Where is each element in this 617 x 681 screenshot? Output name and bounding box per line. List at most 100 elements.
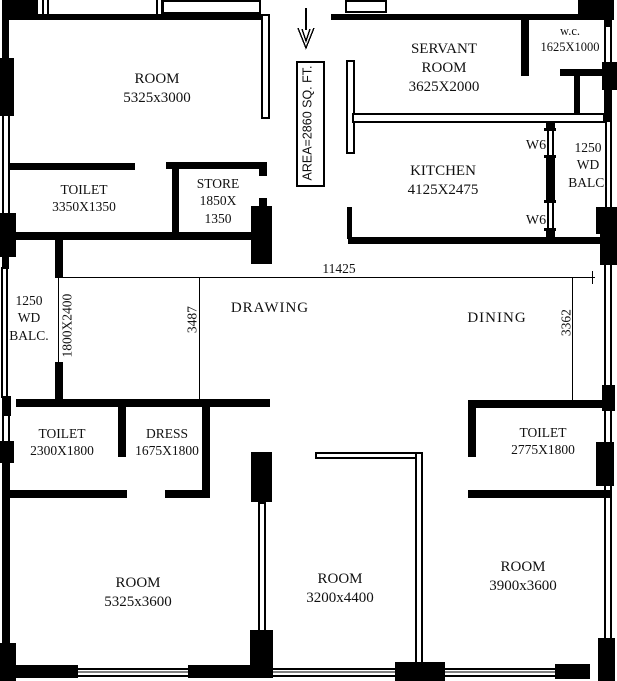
top-wall xyxy=(331,14,612,20)
window-cap xyxy=(544,228,556,231)
label-drawing-room: DRAWING xyxy=(230,300,310,316)
line-segment xyxy=(610,486,612,638)
line-segment xyxy=(445,675,555,677)
double-wall xyxy=(351,112,606,124)
column-block xyxy=(600,234,617,265)
dimension-balcony-left-size: 1800X2400 xyxy=(59,293,75,358)
wall xyxy=(546,158,555,203)
right-wall xyxy=(604,90,612,122)
wall xyxy=(16,232,253,240)
line-segment xyxy=(273,675,395,677)
wall xyxy=(521,20,529,76)
line-segment xyxy=(78,671,188,673)
area-note: AREA=2860 SQ. FT. xyxy=(300,65,315,181)
line-segment xyxy=(610,265,612,385)
line-segment xyxy=(78,675,188,677)
line-segment xyxy=(8,116,10,213)
dimension-drawing-depth: 3487 xyxy=(184,306,200,334)
column-block xyxy=(602,62,617,90)
wall xyxy=(166,162,262,169)
label-window-w6-upper: W6 xyxy=(525,138,547,153)
column-block xyxy=(251,206,272,264)
wall xyxy=(202,407,210,495)
line-segment xyxy=(610,27,612,62)
line-segment xyxy=(445,668,555,670)
left-wall xyxy=(2,396,11,416)
corner-block xyxy=(2,0,38,14)
line-segment xyxy=(161,0,163,14)
column-block xyxy=(596,207,617,234)
wall xyxy=(468,490,610,498)
bottom-wall xyxy=(188,665,252,678)
top-wall xyxy=(2,14,268,20)
line-segment xyxy=(58,278,60,362)
column-block xyxy=(0,643,16,681)
line-segment xyxy=(604,27,606,62)
window-cap xyxy=(544,200,556,203)
dimension-dining-depth: 3362 xyxy=(558,309,574,337)
line-segment xyxy=(2,116,4,213)
line-segment xyxy=(58,277,595,279)
line-segment xyxy=(604,411,606,442)
double-wall xyxy=(314,451,424,460)
line-segment xyxy=(2,416,4,441)
left-wall xyxy=(2,257,9,269)
line-segment xyxy=(1,267,3,398)
corner-block xyxy=(578,0,614,20)
column-block xyxy=(596,442,614,486)
wall xyxy=(546,231,555,244)
double-wall xyxy=(345,59,356,155)
column-block xyxy=(0,213,16,257)
line-segment xyxy=(604,486,606,638)
column-block xyxy=(555,664,590,679)
line-segment xyxy=(552,131,554,155)
wall xyxy=(55,362,63,400)
column-block xyxy=(0,58,14,116)
column-block xyxy=(250,630,273,678)
wall xyxy=(468,400,604,408)
line-segment xyxy=(156,0,158,14)
left-wall xyxy=(2,463,10,645)
double-wall xyxy=(257,501,267,633)
dimension-lines xyxy=(58,271,595,402)
line-segment xyxy=(273,668,395,670)
line-segment xyxy=(604,265,606,385)
line-segment xyxy=(42,0,44,14)
line-segment xyxy=(605,122,607,207)
double-wall xyxy=(260,13,271,120)
projection-box xyxy=(161,0,262,15)
wall xyxy=(259,162,267,176)
line-segment xyxy=(8,416,10,441)
wall xyxy=(16,399,270,407)
entrance-arrow-head xyxy=(301,28,311,44)
line-segment xyxy=(445,671,555,673)
wall xyxy=(347,207,352,239)
entrance-arrow-head xyxy=(297,27,315,50)
right-wall xyxy=(604,20,612,27)
wall xyxy=(259,198,267,207)
line-segment xyxy=(572,278,574,400)
column-block xyxy=(598,638,615,681)
line-segment xyxy=(552,203,554,228)
entrance-arrow-shaft xyxy=(305,8,307,30)
line-segment xyxy=(47,0,49,14)
label-dining-room: DINING xyxy=(467,310,527,326)
column-block xyxy=(0,441,14,463)
label-wc: w.c.1625X1000 xyxy=(540,24,600,54)
line-segment xyxy=(547,131,549,155)
